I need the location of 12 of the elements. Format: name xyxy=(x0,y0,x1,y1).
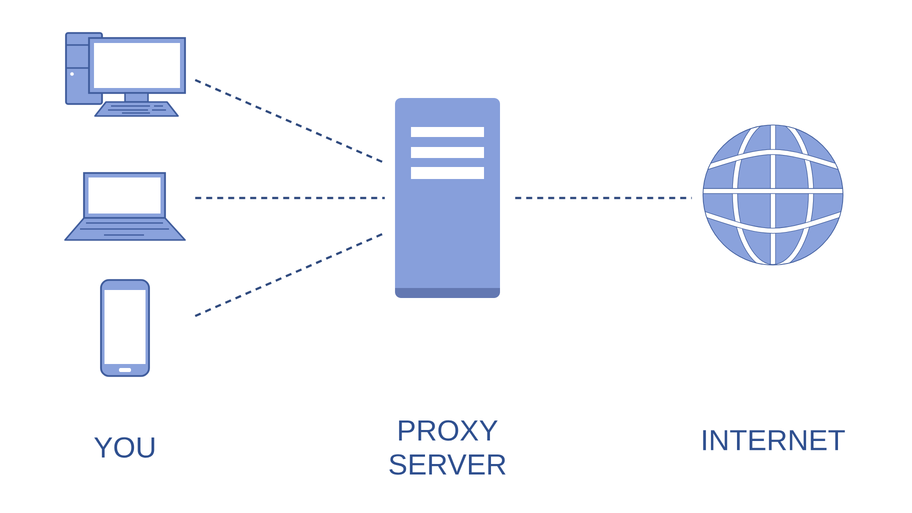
dashed-line xyxy=(195,196,385,200)
caption-label: PROXY SERVER xyxy=(389,420,506,475)
phone-icon xyxy=(100,279,150,377)
laptop-icon xyxy=(64,172,186,241)
caption-label: INTERNET xyxy=(703,430,845,450)
dashed-line xyxy=(194,78,386,164)
caption-label: YOU xyxy=(94,437,154,458)
server-icon xyxy=(395,98,500,298)
globe-icon xyxy=(702,124,844,266)
dashed-line xyxy=(194,232,386,317)
dashed-line xyxy=(515,196,692,200)
desktop-computer-icon xyxy=(65,32,186,117)
